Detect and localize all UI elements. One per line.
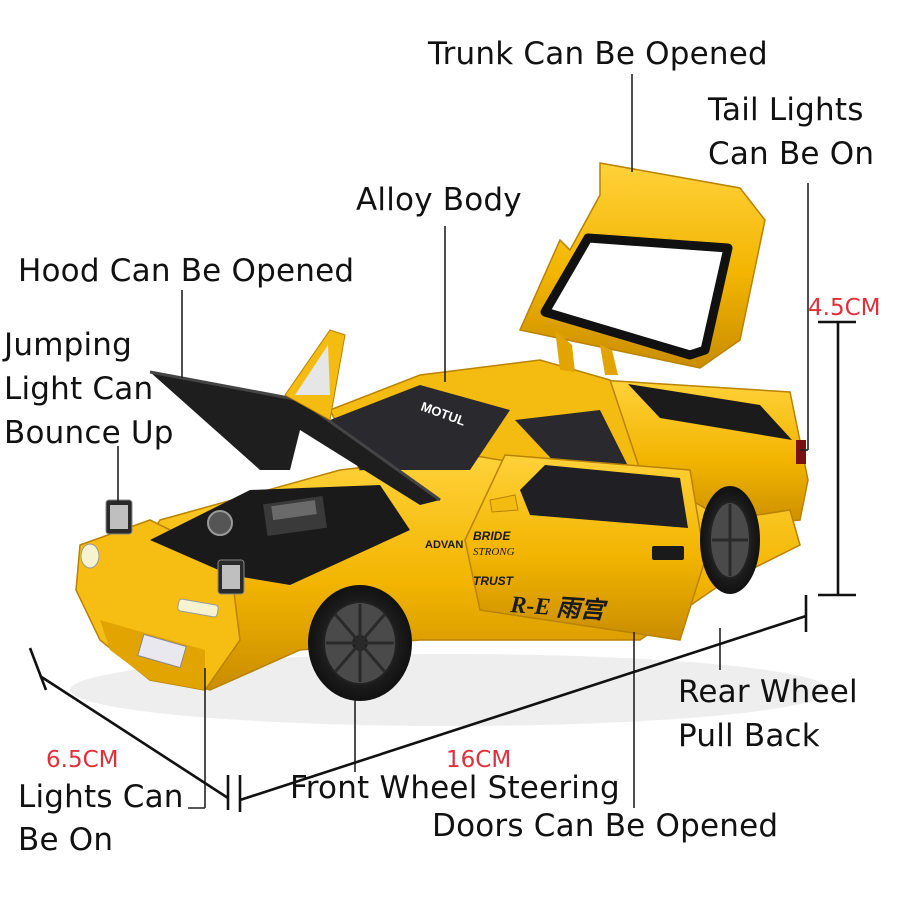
rear-deck-opening xyxy=(628,384,792,440)
label-jumping-line1: Jumping xyxy=(4,327,133,363)
label-trunk: Trunk Can Be Opened xyxy=(428,36,768,72)
label-hood: Hood Can Be Opened xyxy=(18,253,355,289)
label-jumping-line2: Light Can xyxy=(4,371,154,407)
trunk-strut xyxy=(555,330,575,372)
windshield xyxy=(330,385,510,470)
dimension-lines xyxy=(28,320,856,812)
rear-wheel xyxy=(700,486,760,594)
label-lights-on-line2: Be On xyxy=(18,822,114,858)
front-wheel xyxy=(308,585,412,701)
open-hood xyxy=(150,372,440,505)
dimension-width: 6.5CM xyxy=(46,747,119,773)
decal-bride: BRIDE xyxy=(473,529,511,543)
decal-strong: STRONG xyxy=(473,546,515,558)
label-lights-on-line1: Lights Can xyxy=(18,779,184,815)
air-filter xyxy=(207,510,233,536)
front-light xyxy=(177,598,219,618)
trunk-glass xyxy=(540,233,733,360)
label-rear-wheel-line2: Pull Back xyxy=(678,718,820,754)
decal-advan: ADVAN xyxy=(425,539,463,551)
label-tail-lights-line2: Can Be On xyxy=(708,136,875,172)
label-front-wheel: Front Wheel Steering xyxy=(290,770,620,806)
label-jumping-line3: Bounce Up xyxy=(4,415,174,451)
license-plate xyxy=(137,633,187,669)
label-doors: Doors Can Be Opened xyxy=(432,808,779,844)
side-mirror xyxy=(489,494,519,513)
dimension-height: 4.5CM xyxy=(808,295,881,321)
engine-bay xyxy=(150,485,410,585)
toy-car: MOTUL R-E 雨宫 BRIDE STRONG TRUST ADVAN xyxy=(75,162,809,701)
callout-lines xyxy=(117,74,809,809)
door-window xyxy=(520,465,688,528)
car-shadow xyxy=(70,654,830,726)
door-handle xyxy=(652,546,684,560)
label-rear-wheel-line1: Rear Wheel xyxy=(678,674,858,710)
label-tail-lights-line1: Tail Lights xyxy=(708,92,864,128)
corner-light xyxy=(80,543,100,569)
tail-light xyxy=(796,440,806,464)
dimension-length: 16CM xyxy=(446,747,512,773)
decal-trust: TRUST xyxy=(473,574,515,588)
side-window xyxy=(515,410,630,470)
label-alloy-body: Alloy Body xyxy=(356,182,522,218)
engine-cover xyxy=(271,500,317,521)
